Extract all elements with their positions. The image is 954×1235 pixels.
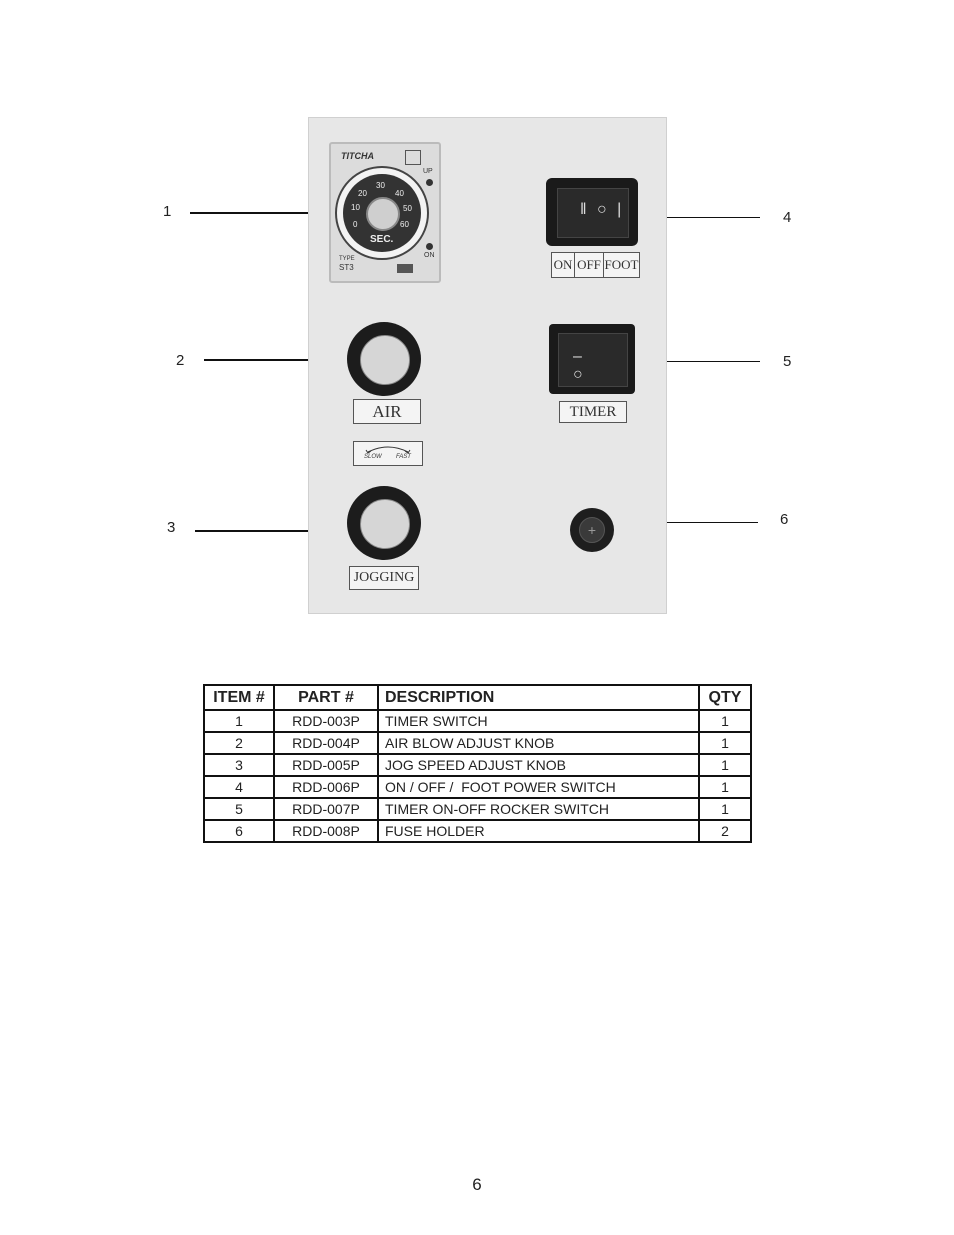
table-header-row: ITEM # PART # DESCRIPTION QTY bbox=[203, 684, 752, 711]
table-row: 6 RDD-008P FUSE HOLDER 2 bbox=[203, 819, 752, 843]
cell-item: 1 bbox=[203, 709, 275, 733]
cell-part: RDD-004P bbox=[273, 731, 379, 755]
timer-scale-0: 0 bbox=[353, 220, 358, 229]
timer-rocker-symbols-icon: – ○ bbox=[573, 348, 595, 383]
fuse-holder[interactable]: + bbox=[570, 508, 614, 552]
cell-description: TIMER SWITCH bbox=[377, 709, 700, 733]
callout-4: 4 bbox=[783, 209, 792, 226]
timer-scale-10: 10 bbox=[351, 203, 360, 212]
power-switch-off-label: OFF bbox=[575, 253, 604, 277]
cell-part: RDD-007P bbox=[273, 797, 379, 821]
power-switch-foot-label: FOOT bbox=[604, 257, 639, 272]
jog-speed-adjust-knob[interactable] bbox=[347, 486, 421, 560]
timer-switch: TITCHA UP 0 10 20 30 40 50 60 SEC. ON TY… bbox=[329, 142, 441, 283]
leader-line-3 bbox=[195, 530, 355, 532]
control-panel-photo: TITCHA UP 0 10 20 30 40 50 60 SEC. ON TY… bbox=[308, 117, 667, 614]
cell-qty: 1 bbox=[698, 797, 752, 821]
speed-arrow-icon bbox=[365, 446, 411, 454]
callout-1: 1 bbox=[163, 203, 172, 220]
jog-knob-cap-icon bbox=[360, 499, 410, 549]
cell-part: RDD-005P bbox=[273, 753, 379, 777]
air-knob-cap-icon bbox=[360, 335, 410, 385]
power-switch-symbols-icon: ‖ ○ | bbox=[580, 201, 625, 218]
cell-part: RDD-006P bbox=[273, 775, 379, 799]
timer-scale-60: 60 bbox=[400, 220, 409, 229]
leader-line-2 bbox=[204, 359, 354, 361]
on-off-foot-power-switch[interactable]: ‖ ○ | bbox=[546, 178, 638, 246]
leader-line-5 bbox=[602, 361, 760, 362]
callout-5: 5 bbox=[783, 353, 792, 370]
air-label: AIR bbox=[353, 399, 421, 424]
cell-qty: 1 bbox=[698, 775, 752, 799]
timer-range-selector-icon bbox=[397, 264, 413, 273]
cell-description: AIR BLOW ADJUST KNOB bbox=[377, 731, 700, 755]
cell-part: RDD-008P bbox=[273, 819, 379, 843]
jogging-label: JOGGING bbox=[349, 566, 419, 590]
header-qty: QTY bbox=[698, 684, 752, 711]
timer-scale-40: 40 bbox=[395, 189, 404, 198]
timer-up-led-icon bbox=[426, 179, 433, 186]
table-row: 2 RDD-004P AIR BLOW ADJUST KNOB 1 bbox=[203, 731, 752, 755]
speed-fast-label: FAST bbox=[396, 454, 411, 460]
timer-scale-20: 20 bbox=[358, 189, 367, 198]
table-row: 1 RDD-003P TIMER SWITCH 1 bbox=[203, 709, 752, 733]
timer-scale-30: 30 bbox=[376, 181, 385, 190]
cell-part: RDD-003P bbox=[273, 709, 379, 733]
power-switch-rocker: ‖ ○ | bbox=[557, 188, 629, 238]
fuse-holder-cap-icon: + bbox=[579, 517, 605, 543]
cell-qty: 1 bbox=[698, 731, 752, 755]
timer-label: TIMER bbox=[559, 401, 627, 423]
speed-slow-label: SLOW bbox=[364, 454, 382, 460]
cell-qty: 1 bbox=[698, 753, 752, 777]
cell-item: 4 bbox=[203, 775, 275, 799]
parts-table: ITEM # PART # DESCRIPTION QTY 1 RDD-003P… bbox=[203, 684, 752, 843]
timer-unit-label: SEC. bbox=[370, 234, 394, 245]
leader-line-6 bbox=[616, 522, 758, 523]
speed-indicator-plate: SLOW FAST bbox=[353, 441, 423, 466]
cell-item: 6 bbox=[203, 819, 275, 843]
timer-scale-50: 50 bbox=[403, 204, 412, 213]
header-item: ITEM # bbox=[203, 684, 275, 711]
power-switch-label-strip: ON OFF FOOT bbox=[551, 252, 640, 278]
timer-up-label: UP bbox=[423, 168, 433, 175]
cell-description: FUSE HOLDER bbox=[377, 819, 700, 843]
timer-rocker-face: – ○ bbox=[558, 333, 628, 387]
cell-item: 5 bbox=[203, 797, 275, 821]
timer-on-label: ON bbox=[424, 252, 435, 259]
timer-on-led-icon bbox=[426, 243, 433, 250]
header-part: PART # bbox=[273, 684, 379, 711]
cell-qty: 1 bbox=[698, 709, 752, 733]
leader-line-4 bbox=[614, 217, 760, 218]
cell-item: 2 bbox=[203, 731, 275, 755]
table-row: 4 RDD-006P ON / OFF / FOOT POWER SWITCH … bbox=[203, 775, 752, 799]
cell-description: ON / OFF / FOOT POWER SWITCH bbox=[377, 775, 700, 799]
callout-6: 6 bbox=[780, 511, 789, 528]
timer-type-label: TYPE bbox=[339, 256, 355, 262]
callout-2: 2 bbox=[176, 352, 185, 369]
cell-description: JOG SPEED ADJUST KNOB bbox=[377, 753, 700, 777]
cell-qty: 2 bbox=[698, 819, 752, 843]
timer-on-off-rocker-switch[interactable]: – ○ bbox=[549, 324, 635, 394]
header-description: DESCRIPTION bbox=[377, 684, 700, 711]
timer-type-value: ST3 bbox=[339, 263, 354, 272]
timer-brand: TITCHA bbox=[341, 151, 374, 161]
timer-knob-icon bbox=[366, 197, 400, 231]
cell-item: 3 bbox=[203, 753, 275, 777]
power-switch-on-label: ON bbox=[552, 253, 575, 277]
table-row: 5 RDD-007P TIMER ON-OFF ROCKER SWITCH 1 bbox=[203, 797, 752, 821]
cell-description: TIMER ON-OFF ROCKER SWITCH bbox=[377, 797, 700, 821]
air-blow-adjust-knob[interactable] bbox=[347, 322, 421, 396]
table-row: 3 RDD-005P JOG SPEED ADJUST KNOB 1 bbox=[203, 753, 752, 777]
timer-rating-badge bbox=[405, 150, 421, 165]
page-number: 6 bbox=[472, 1175, 482, 1194]
callout-3: 3 bbox=[167, 519, 176, 536]
timer-dial[interactable]: 0 10 20 30 40 50 60 SEC. bbox=[335, 166, 429, 260]
leader-line-1 bbox=[190, 212, 348, 214]
